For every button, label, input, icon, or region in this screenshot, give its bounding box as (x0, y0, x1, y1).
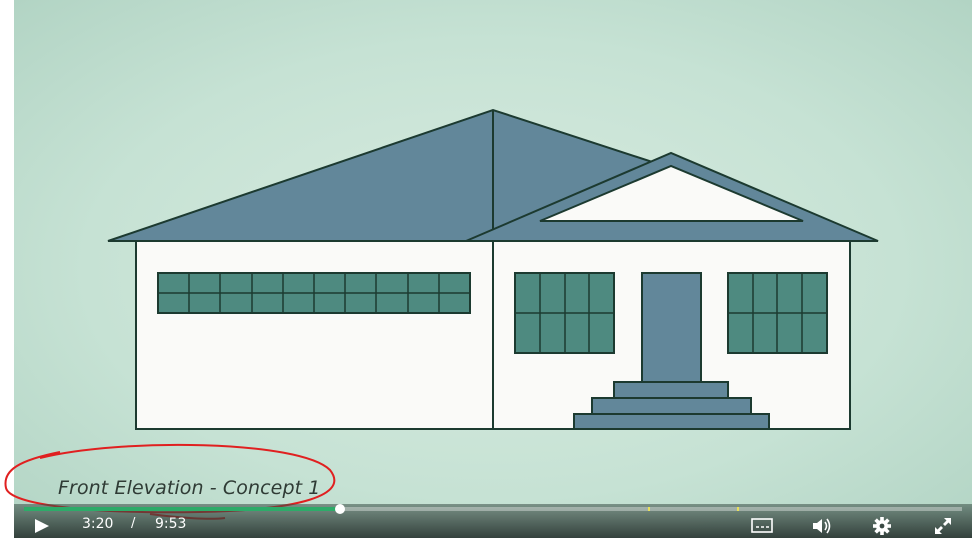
fullscreen-button[interactable] (932, 516, 954, 536)
play-button[interactable] (32, 516, 52, 536)
time-separator: / (131, 516, 136, 531)
step-bottom (573, 413, 770, 430)
gable-inner-panel (539, 164, 804, 222)
house-drawing (107, 108, 879, 430)
control-bar: 3:20 / 9:53 (14, 504, 972, 538)
closed-captions-icon (751, 518, 773, 533)
current-time: 3:20 (82, 516, 114, 532)
settings-button[interactable] (871, 516, 893, 536)
chapter-marker (736, 507, 739, 511)
progress-handle[interactable] (335, 504, 346, 514)
chapter-marker (647, 507, 650, 511)
right-window (727, 272, 828, 354)
front-door (641, 272, 702, 383)
volume-button[interactable] (811, 516, 833, 536)
duration: 9:53 (155, 516, 187, 532)
fullscreen-icon (935, 518, 951, 534)
center-left-window (514, 272, 615, 354)
gear-icon (873, 517, 891, 535)
progress-played (24, 507, 341, 511)
play-icon (35, 519, 49, 533)
video-frame[interactable] (14, 0, 972, 538)
video-caption: Front Elevation - Concept 1 (58, 477, 321, 499)
volume-icon (813, 518, 831, 534)
left-window (157, 272, 471, 314)
progress-bar[interactable] (24, 504, 962, 514)
captions-button[interactable] (751, 516, 773, 536)
left-margin (0, 0, 14, 538)
